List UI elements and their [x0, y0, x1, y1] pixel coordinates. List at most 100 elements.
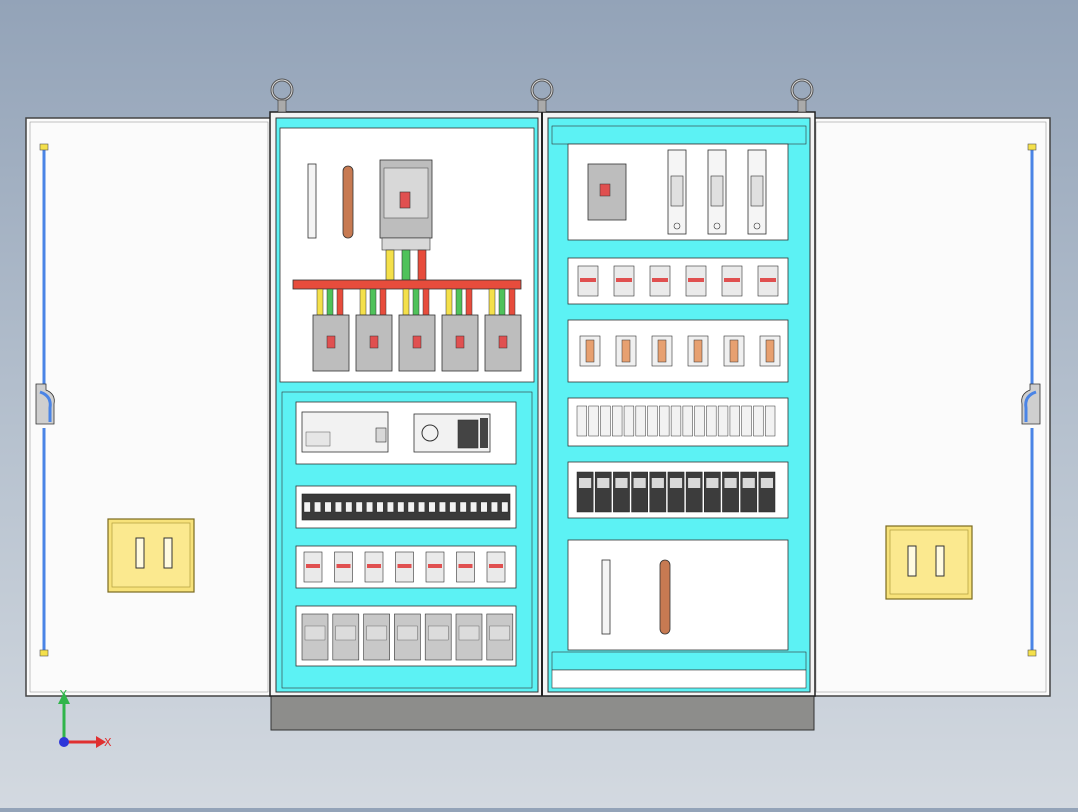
horizontal-busbar — [292, 279, 522, 290]
terminal-block — [635, 405, 646, 437]
terminal-block — [717, 405, 729, 437]
terminal-block — [612, 405, 623, 437]
relay — [740, 471, 758, 513]
relay-module — [301, 613, 329, 661]
mcb — [577, 265, 599, 297]
mcb — [456, 551, 475, 583]
busbar-breaker-group — [312, 288, 522, 372]
relay-row-right — [576, 471, 776, 513]
right-cabinet-interior[interactable] — [547, 117, 811, 693]
mcb — [395, 551, 414, 583]
terminal-block — [600, 405, 611, 437]
terminal-block — [764, 405, 776, 437]
terminal-block — [407, 501, 415, 513]
fuse-holder — [667, 149, 687, 235]
right-main-breaker — [587, 163, 627, 221]
mcb-row-right — [577, 265, 779, 297]
terminal-block — [491, 501, 498, 513]
main-circuit-breaker — [379, 159, 433, 251]
terminal-block — [324, 501, 332, 513]
terminal-block — [366, 501, 373, 513]
mcb — [486, 551, 506, 583]
terminal-block — [576, 405, 588, 437]
terminal-block — [729, 405, 740, 437]
terminal-block — [470, 501, 477, 513]
terminal-block — [670, 405, 682, 437]
terminal-block — [376, 501, 384, 513]
ground-bar-left-top — [307, 163, 354, 239]
relay — [667, 471, 685, 513]
terminal-block — [623, 405, 635, 437]
left-door[interactable] — [25, 117, 273, 697]
mcb — [685, 265, 707, 297]
terminal-block — [741, 405, 752, 437]
coordinate-axis-triad: Y X — [58, 688, 112, 749]
ground-bar-right-bottom — [601, 559, 671, 635]
left-door-locking-rod — [35, 143, 55, 657]
mcb — [721, 265, 743, 297]
fuse-holder — [707, 149, 727, 235]
contactor — [687, 335, 709, 367]
terminal-block — [397, 501, 405, 513]
busbar-breaker — [484, 288, 522, 372]
terminal-block — [418, 501, 425, 513]
busbar-breaker — [441, 288, 479, 372]
relay-module — [363, 613, 390, 661]
mcb — [425, 551, 445, 583]
contactor — [723, 335, 745, 367]
left-door-handle[interactable] — [107, 518, 195, 593]
terminal-block — [588, 405, 599, 437]
terminal-block — [387, 501, 394, 513]
mcb — [613, 265, 635, 297]
terminal-block — [682, 405, 693, 437]
right-door-locking-rod — [1021, 143, 1041, 657]
phase-conductors — [385, 249, 427, 281]
relay-module — [332, 613, 360, 661]
terminal-block — [647, 405, 658, 437]
terminal-strip-right — [576, 405, 776, 437]
mcb — [364, 551, 384, 583]
relay-module — [455, 613, 483, 661]
busbar-breaker — [355, 288, 393, 372]
mcb — [334, 551, 353, 583]
terminal-block — [706, 405, 717, 437]
terminal-block — [428, 501, 436, 513]
terminal-block — [659, 405, 670, 437]
lifting-eye-right — [790, 78, 814, 113]
relay-module — [394, 613, 421, 661]
terminal-block-row — [301, 493, 511, 521]
mcb — [757, 265, 779, 297]
power-supply-unit — [413, 413, 491, 453]
terminal-block — [335, 501, 342, 513]
relay-row-left — [301, 613, 514, 661]
terminal-block — [753, 405, 764, 437]
busbar-breaker — [398, 288, 436, 372]
relay — [594, 471, 612, 513]
terminal-block — [355, 501, 363, 513]
contactor — [615, 335, 637, 367]
busbar-breaker — [312, 288, 350, 372]
plc-controller — [301, 411, 389, 453]
relay — [704, 471, 721, 513]
lifting-eye-left — [270, 78, 294, 113]
contactor-row — [579, 335, 781, 367]
cabinet-plinth — [270, 693, 815, 731]
relay — [613, 471, 630, 513]
right-door-handle[interactable] — [885, 525, 973, 600]
terminal-block — [694, 405, 705, 437]
terminal-block — [480, 501, 488, 513]
left-cabinet-interior[interactable] — [275, 117, 539, 693]
contactor — [759, 335, 781, 367]
terminal-block — [345, 501, 353, 513]
axis-label-y: Y — [59, 688, 67, 701]
right-door[interactable] — [811, 117, 1051, 697]
contactor — [579, 335, 601, 367]
relay — [685, 471, 703, 513]
relay — [722, 471, 739, 513]
terminal-block — [449, 501, 457, 513]
fuse-holder — [747, 149, 767, 235]
relay-module — [486, 613, 514, 661]
terminal-block — [501, 501, 509, 513]
